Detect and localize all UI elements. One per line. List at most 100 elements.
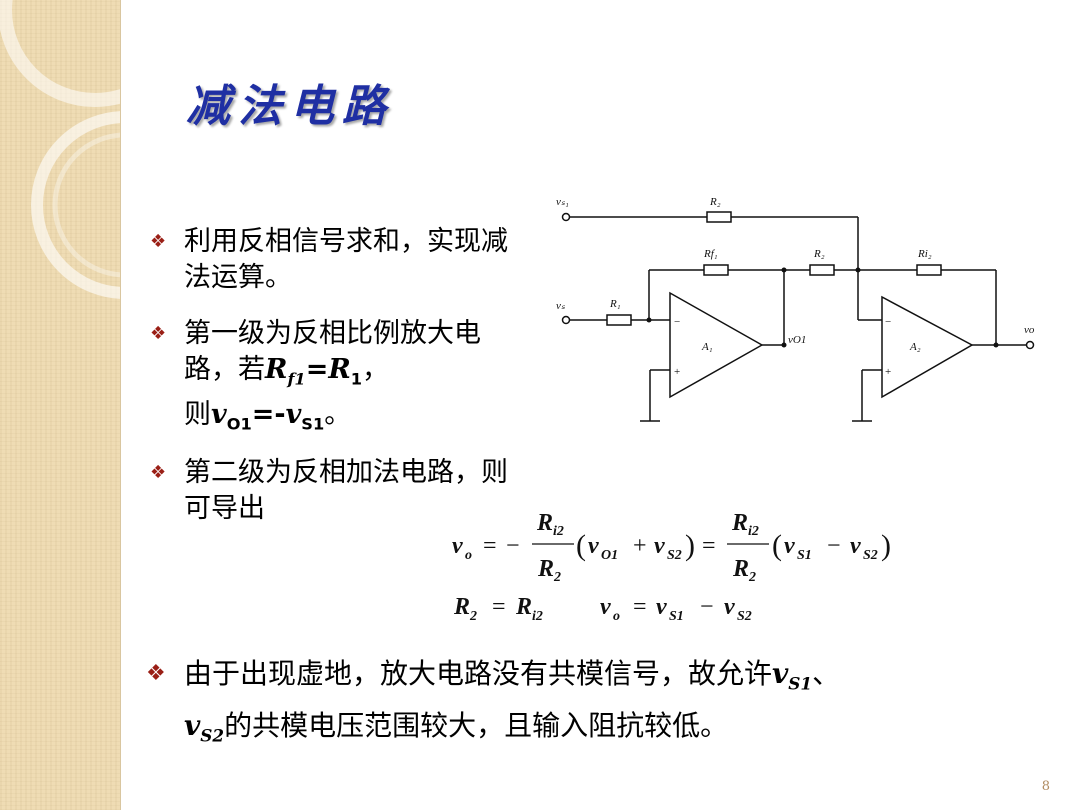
rf-symbol: R (265, 354, 288, 385)
eq3-l-v: v (600, 594, 611, 620)
eq-num2-r: R (731, 510, 748, 536)
equals-minus: =- (251, 399, 286, 431)
eq2-r-sub: i2 (532, 609, 543, 624)
swirl-decoration (0, 0, 120, 299)
r1-symbol: R (328, 354, 351, 385)
eq-num-r: R (536, 510, 553, 536)
equation-block: v R R v v R R v v R R v v v o i2 2 O1 S2… (452, 510, 891, 624)
vo-terminal (1025, 340, 1035, 350)
rf1-label: Rf₁ (703, 248, 718, 260)
period: 。 (324, 399, 352, 431)
r2-mid-label: R₂ (813, 248, 825, 260)
diamond-bullet-icon: ❖ (150, 231, 167, 252)
ri2-resistor (916, 264, 942, 276)
eq-den2-sub: 2 (748, 570, 756, 585)
a2-minus-label: − (885, 316, 891, 328)
vs1-symbol: v (285, 399, 302, 431)
rf-subscript: f1 (287, 369, 306, 389)
eq-minus: − (827, 533, 841, 559)
r1-resistor (606, 314, 632, 326)
a1-minus-label: − (674, 316, 680, 328)
eq3-b-v: v (724, 594, 735, 620)
eq-b-sub: S2 (667, 548, 682, 563)
diamond-bullet-icon: ❖ (150, 323, 167, 344)
eq-equals: = (483, 533, 497, 559)
eq-lparen2: ( (772, 529, 782, 562)
vs2-terminal (561, 315, 571, 325)
slide-title: 减法电路 (186, 81, 394, 132)
eq3-l-sub: o (613, 609, 620, 624)
eq-den-sub: 2 (553, 570, 561, 585)
eq3-equals: = (633, 594, 647, 620)
eq-rparen2: ) (881, 529, 891, 562)
eq-den2-r: R (732, 556, 749, 582)
eq-c-sub: S1 (797, 548, 812, 563)
vo1-label: vO1 (788, 334, 806, 346)
opamp-a1 (669, 291, 764, 399)
bullet-text-suffix: 的共模电压范围较大，且输入阻抗较低。 (224, 708, 729, 742)
eq-equals2: = (702, 533, 716, 559)
eq-num2-sub: i2 (748, 524, 759, 539)
eq2-l-r: R (453, 594, 470, 620)
eq-a-v: v (588, 533, 599, 559)
equals-sign: = (305, 354, 329, 385)
page-number: 8 (1041, 779, 1050, 794)
a2-plus-label: + (885, 366, 891, 378)
eq3-b-sub: S2 (737, 609, 752, 624)
eq-d-v: v (850, 533, 861, 559)
eq-den-r: R (537, 556, 554, 582)
vo1-symbol: v (211, 399, 227, 431)
eq-d-sub: S2 (863, 548, 878, 563)
bullet-item-1: ❖ 利用反相信号求和，实现减法运算。 (150, 224, 520, 296)
a1-plus-label: + (674, 366, 680, 378)
eq3-a-v: v (656, 594, 667, 620)
ri2-label: Ri₂ (917, 248, 932, 260)
vs2-symbol: v (184, 708, 201, 742)
eq-lhs-v: v (452, 533, 463, 559)
eq2-l-sub: 2 (469, 609, 477, 624)
vs2-subscript: S2 (200, 725, 225, 746)
comma: ， (362, 354, 390, 385)
eq-c-v: v (784, 533, 795, 559)
eq2-equals: = (492, 594, 506, 620)
r2-mid-resistor (809, 264, 835, 276)
r2-top-label: R₂ (709, 196, 721, 208)
eq-neg: − (506, 533, 520, 559)
eq3-minus: − (700, 594, 714, 620)
bullet-item-4: ❖ 由于出现虚地，放大电路没有共模信号，故允许vS1、vS2的共模电压范围较大，… (146, 653, 1046, 756)
rf1-resistor (703, 264, 729, 276)
a2-label: A₂ (909, 341, 921, 353)
bullet-text: 利用反相信号求和，实现减法运算。 (184, 226, 508, 293)
eq-rparen: ) (685, 529, 695, 562)
vs1-symbol: v (772, 657, 789, 690)
vs1-subscript: S1 (788, 673, 813, 694)
vo-label: vo (1024, 324, 1035, 336)
bullet-text: 第一级为反相比例放大电路，若Rf1=R1， 则vO1=-vS1。 (150, 316, 520, 443)
bullet-text: 由于出现虚地，放大电路没有共模信号，故允许vS1、vS2的共模电压范围较大，且输… (146, 653, 1046, 756)
eq-lhs-sub: o (465, 548, 472, 563)
vs1-terminal (561, 212, 571, 222)
bullet-text: 第二级为反相加法电路，则可导出 (184, 457, 508, 524)
diamond-bullet-icon: ❖ (150, 462, 167, 483)
eq-b-v: v (654, 533, 665, 559)
vs1-label: vₛ₁ (556, 196, 569, 208)
subtractor-circuit-diagram: vₛ₁ R₂ Rf₁ R₂ Ri₂ vₛ R₁ A₁ A₂ vO1 vo − +… (556, 196, 1035, 422)
a1-label: A₁ (701, 341, 713, 353)
left-decorative-strip (0, 0, 121, 810)
vs2-label: vₛ (556, 300, 566, 312)
eq-a-sub: O1 (601, 548, 618, 563)
opamp-a2 (881, 295, 974, 399)
eq-plus: + (633, 533, 647, 559)
then-word: 则 (184, 399, 211, 431)
eq3-a-sub: S1 (669, 609, 684, 624)
bullet-text-prefix: 第一级为反相比例放大电路，若 (184, 318, 481, 385)
diamond-bullet-icon: ❖ (146, 661, 166, 686)
eq2-r-r: R (515, 594, 532, 620)
eq-num-sub: i2 (553, 524, 564, 539)
vo1-subscript: O1 (226, 414, 252, 434)
separator: 、 (812, 657, 841, 690)
bullet-text-prefix: 由于出现虚地，放大电路没有共模信号，故允许 (184, 657, 773, 690)
bullet-item-2: ❖ 第一级为反相比例放大电路，若Rf1=R1， 则vO1=-vS1。 (150, 316, 520, 443)
r2-top-resistor (706, 211, 732, 223)
eq-lparen: ( (576, 529, 586, 562)
